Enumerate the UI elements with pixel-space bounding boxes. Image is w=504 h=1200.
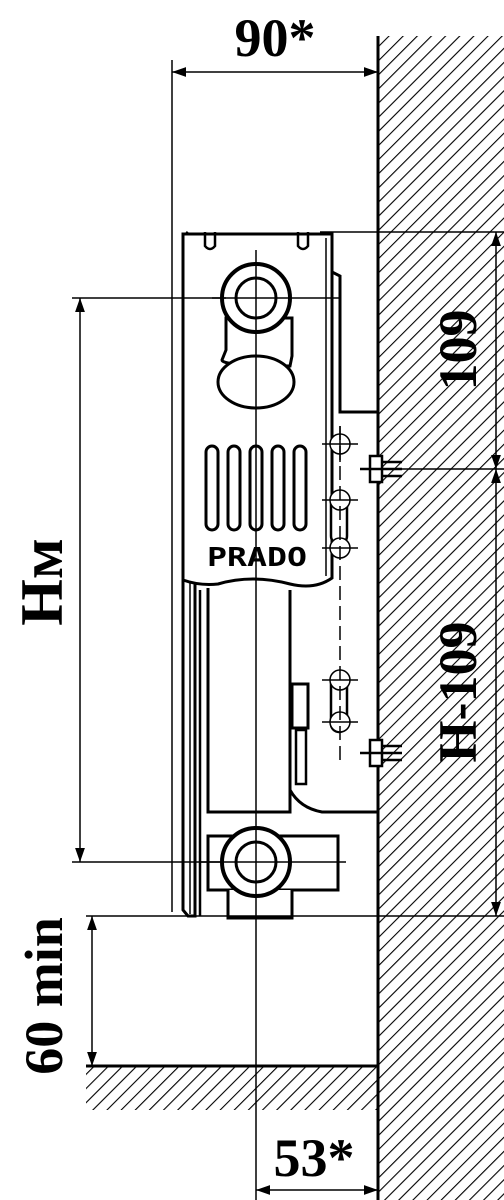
lower-connection: [206, 826, 340, 920]
wall-hatch: [378, 36, 504, 1200]
wall: [376, 36, 504, 1200]
label-bracket-span: H-109: [428, 622, 488, 763]
floor-hatch: [86, 1066, 378, 1110]
bracket-crosshairs: [322, 426, 358, 760]
label-top-to-bracket: 109: [428, 310, 488, 391]
floor: [86, 1064, 378, 1110]
grille-slot: [292, 444, 308, 532]
center-lines: [200, 250, 346, 1200]
mounting-plate-lower: [288, 789, 378, 814]
wall-screw-lower: [360, 738, 402, 768]
top-clip-left: [203, 232, 217, 251]
grille-slot: [226, 444, 242, 532]
label-pipe-offset: 53*: [274, 1128, 355, 1188]
dimension-labels: 90* 53* 109 H-109 Hм 60 min: [9, 8, 488, 1188]
label-depth: 90*: [235, 8, 316, 68]
wall-screw-upper: [360, 454, 402, 484]
radiator-body: [181, 231, 378, 918]
dimension-lines: [72, 60, 504, 1200]
top-clip-right: [296, 232, 310, 251]
bracket-hardware: [322, 426, 402, 768]
mounting-plate: [331, 270, 378, 414]
spacer-block-2: [294, 728, 308, 786]
grille-slot: [270, 444, 286, 532]
label-floor-clearance: 60 min: [14, 917, 74, 1075]
convector-body: [206, 588, 292, 814]
spacer-block: [290, 682, 310, 730]
lower-valve-base: [226, 890, 294, 920]
label-connection-height: Hм: [9, 538, 75, 626]
brand-label: PRADO: [207, 543, 307, 573]
grille-slot: [204, 444, 220, 532]
